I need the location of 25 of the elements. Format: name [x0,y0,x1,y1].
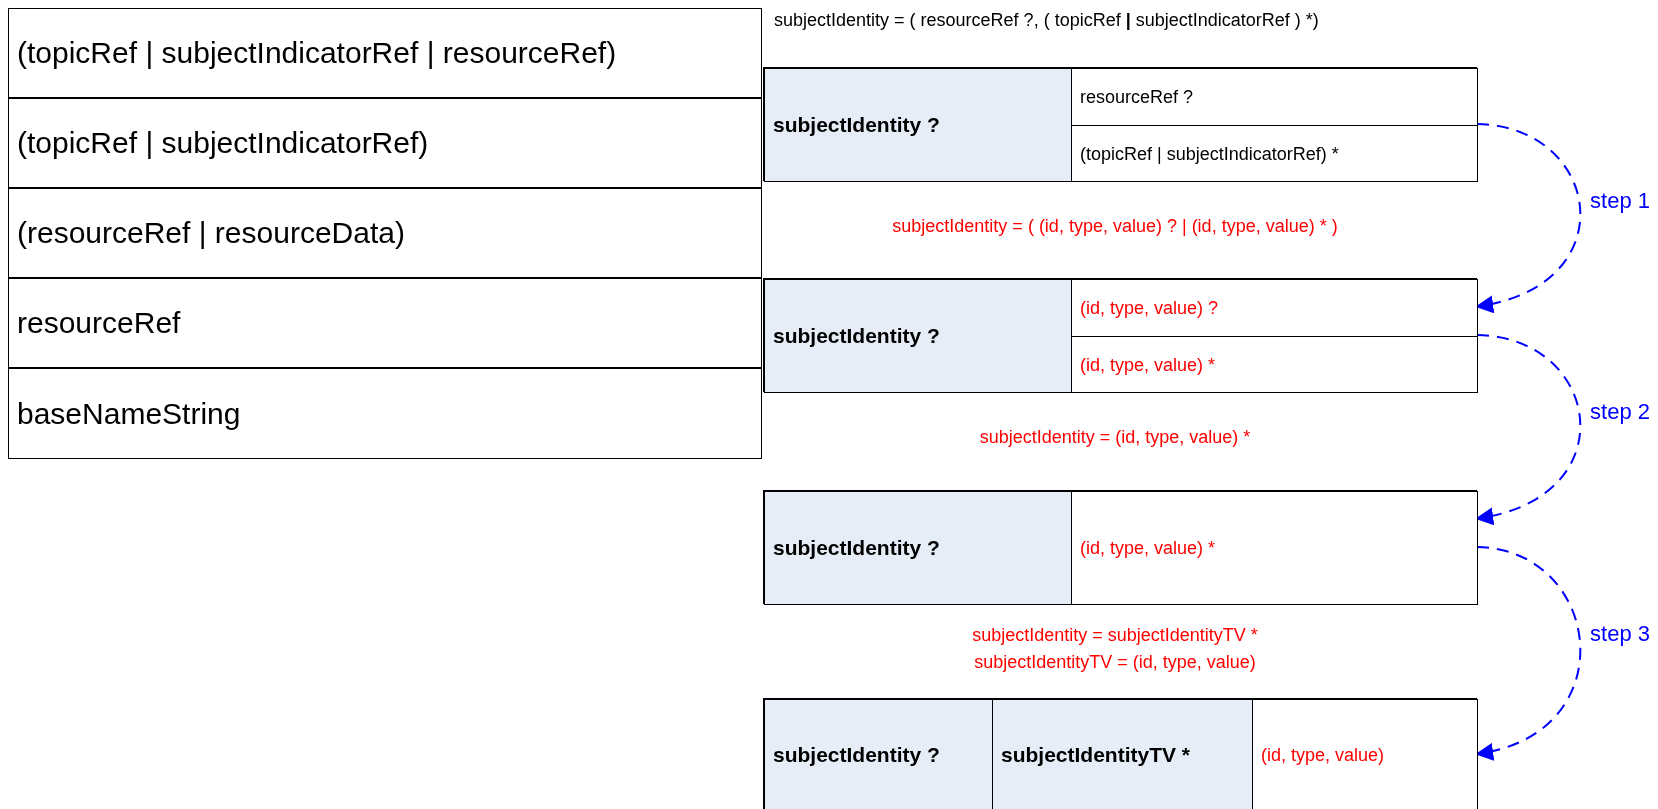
formula-text: subjectIdentity = ( resourceRef ?, ( topicRef | subjectIndicatorRef ) *) [774,10,1319,31]
table-cell: subjectIdentityTV * [992,699,1253,809]
text-box: baseNameString [8,368,762,459]
text-box: (topicRef | subjectIndicatorRef | resourceRef) [8,8,762,98]
text-box: (resourceRef | resourceData) [8,188,762,278]
table-cell: subjectIdentity ? [764,699,993,809]
formula-text: subjectIdentity = (id, type, value) * [979,427,1251,448]
formula-text: subjectIdentity = ( (id, type, value) ? | (id, type, value) * ) [892,216,1338,237]
table-cell: (id, type, value) * [1071,491,1478,605]
table-cell: subjectIdentity ? [764,279,1072,393]
table-cell: (id, type, value) [1252,699,1478,809]
table-box [763,698,1477,809]
table-cell: subjectIdentity ? [764,491,1072,605]
formula-text: subjectIdentityTV = (id, type, value) [974,652,1256,673]
text-box: resourceRef [8,278,762,368]
table-cell: subjectIdentity ? [764,68,1072,182]
formula-text: subjectIdentity = subjectIdentityTV * [972,625,1258,646]
table-box [763,490,1477,604]
text-box: (topicRef | subjectIndicatorRef) [8,98,762,188]
table-cell: (id, type, value) ? [1071,279,1478,337]
table-cell: (topicRef | subjectIndicatorRef) * [1071,125,1478,182]
table-cell: (id, type, value) * [1071,336,1478,393]
table-box [763,278,1477,392]
table-box [763,67,1477,181]
table-cell: resourceRef ? [1071,68,1478,126]
